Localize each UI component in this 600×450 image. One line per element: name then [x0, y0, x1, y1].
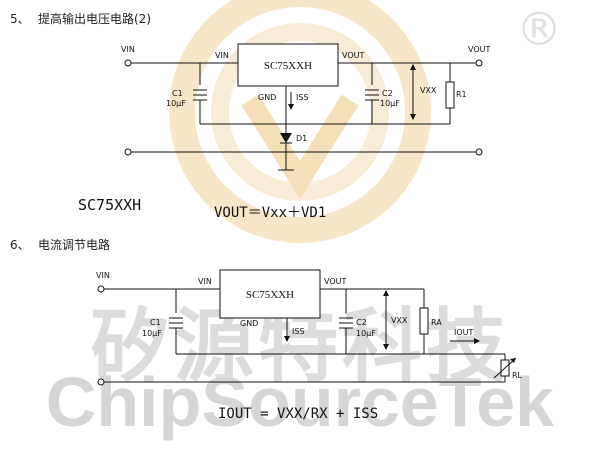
section2-c1: [169, 317, 183, 329]
section1-c2: [365, 89, 379, 101]
section2-ra: [419, 307, 429, 335]
section1-ic-name: SC75XXH: [264, 60, 312, 72]
section2-vxx-label: VXX: [391, 316, 408, 325]
section1-vin-label: VIN: [121, 45, 135, 54]
section1-c1-value: 10µF: [166, 99, 186, 108]
section1-ic-vout: VOUT: [342, 51, 364, 60]
section2-heading: 6、电流调节电路: [10, 236, 110, 253]
section1-c2-name: C2: [382, 89, 393, 98]
section1-c2-value: 10µF: [380, 99, 400, 108]
section2-ic-block: [219, 269, 321, 319]
section2-c2-name: C2: [356, 318, 367, 327]
section2-ic-name: SC75XXH: [246, 289, 294, 301]
section1-r1-label: R1: [456, 90, 467, 99]
section2-ic-vout: VOUT: [324, 277, 346, 286]
section1-c1: [193, 89, 207, 101]
section1-title: 提高输出电压电路(2): [38, 12, 151, 26]
section2-title: 电流调节电路: [38, 238, 111, 252]
section2-terminals: [97, 285, 105, 386]
section1-vxx-arrow: [410, 64, 416, 120]
section2-rl: [493, 357, 517, 379]
section2-iss-arrow: [284, 318, 290, 342]
section2-rl-label: RL: [512, 371, 523, 380]
section1-ic-vin: VIN: [215, 51, 229, 60]
section2-ra-label: RA: [431, 318, 442, 327]
section2-vin-label: VIN: [96, 271, 110, 280]
section2-vxx-arrow: [383, 290, 389, 350]
section1-vout-label: VOUT: [468, 45, 490, 54]
registered-mark: ®: [516, 2, 562, 56]
section2-ic-vin: VIN: [198, 277, 212, 286]
section1-heading: 5、提高输出电压电路(2): [10, 10, 151, 27]
section1-terminals: [124, 59, 483, 156]
section2-iss-label: ISS: [292, 327, 305, 336]
section1-d1: [280, 133, 292, 143]
section2-iout-arrow: [450, 338, 480, 344]
section2-ic-gnd: GND: [240, 319, 258, 328]
section2-c1-name: C1: [150, 318, 161, 327]
section2-equation: IOUT = VXX/RX + ISS: [218, 406, 379, 422]
section1-part-label: SC75XXH: [78, 196, 142, 214]
section1-ic-block: [237, 43, 339, 87]
section1-ic-gnd: GND: [258, 93, 276, 102]
section2-c1-value: 10µF: [142, 329, 162, 338]
section1-iss-arrow: [288, 92, 294, 110]
section2-c2-value: 10µF: [356, 329, 376, 338]
section1-d1-label: D1: [296, 134, 307, 143]
section2-iout-label: IOUT: [454, 328, 474, 337]
section1-number: 5、: [10, 12, 30, 26]
section1-iss-label: ISS: [296, 93, 309, 102]
section1-vxx-label: VXX: [420, 86, 437, 95]
section1-c1-name: C1: [172, 89, 183, 98]
section1-equation: VOUT＝Vxx＋VD1: [214, 205, 327, 221]
section2-c2: [339, 317, 353, 329]
section1-r1: [445, 81, 455, 109]
section2-number: 6、: [10, 238, 30, 252]
